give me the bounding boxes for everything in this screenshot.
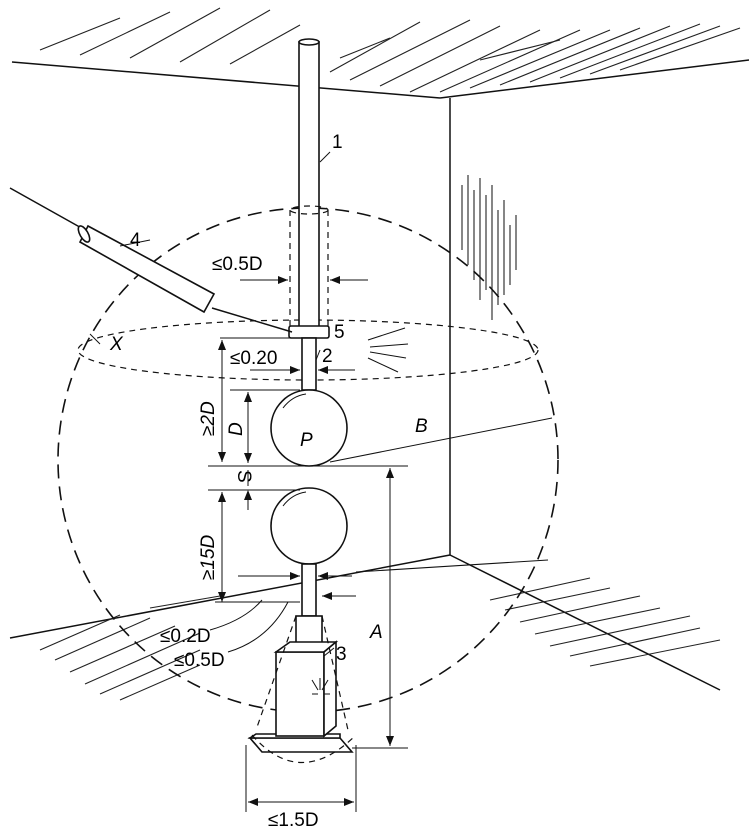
lower-stem bbox=[301, 563, 317, 617]
floor-line-left bbox=[9, 554, 451, 639]
label-top-clearance: ≤0.5D bbox=[212, 254, 263, 275]
label-1: 1 bbox=[332, 132, 343, 153]
label-base-width: ≤1.5D bbox=[268, 810, 319, 829]
lower-sphere bbox=[270, 487, 348, 565]
upper-sphere-highlight bbox=[282, 393, 307, 409]
ceiling-line-right bbox=[439, 59, 749, 99]
label-lower-clearance-1: ≤0.2D bbox=[160, 626, 211, 647]
label-b: B bbox=[415, 416, 428, 437]
ceiling-hatching bbox=[39, 7, 741, 93]
base-unit bbox=[247, 640, 354, 753]
top-rod bbox=[298, 38, 320, 329]
floor-line-right bbox=[449, 554, 721, 691]
wall-hatching bbox=[461, 175, 517, 320]
lower-sphere-highlight bbox=[282, 491, 307, 507]
label-below-spacing: ≥15D bbox=[198, 534, 219, 580]
room-outline bbox=[9, 59, 749, 691]
rod-clearance-cylinder bbox=[289, 205, 329, 330]
label-4: 4 bbox=[130, 230, 141, 251]
upper-stem bbox=[301, 337, 317, 391]
label-5: 5 bbox=[334, 322, 345, 343]
side-rod bbox=[9, 187, 293, 333]
label-2: 2 bbox=[322, 346, 333, 367]
label-x: X bbox=[109, 334, 124, 355]
dimension-lines bbox=[89, 151, 553, 812]
floor-hatching bbox=[39, 577, 721, 701]
label-insulator-clearance: ≤0.20 bbox=[230, 348, 277, 369]
label-3: 3 bbox=[336, 644, 347, 665]
label-above-spacing: ≥2D bbox=[198, 401, 219, 436]
label-a: A bbox=[369, 622, 383, 643]
collar bbox=[288, 325, 330, 339]
ceiling-line-left bbox=[11, 61, 441, 99]
clearance-sphere-outline bbox=[57, 207, 559, 713]
base-clearance-cone bbox=[251, 615, 357, 764]
upper-sphere bbox=[270, 389, 348, 467]
label-s: S bbox=[233, 470, 254, 483]
label-p: P bbox=[300, 430, 313, 451]
label-d: D bbox=[226, 422, 247, 436]
label-lower-clearance-2: ≤0.5D bbox=[174, 650, 225, 671]
spark-lines bbox=[367, 327, 409, 373]
